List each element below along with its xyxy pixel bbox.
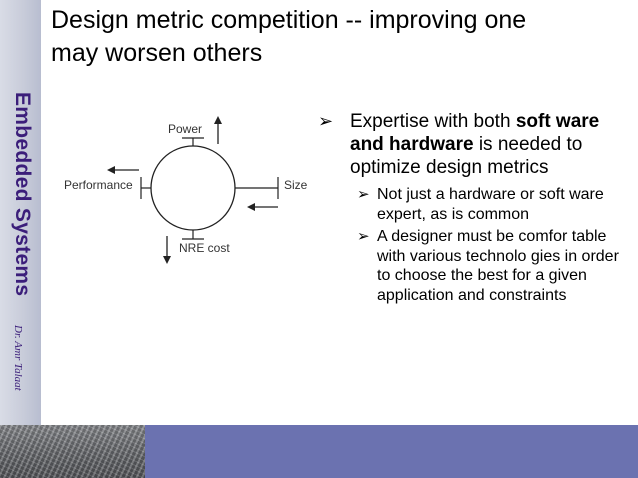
arrow-bullet-icon: ➢ bbox=[357, 186, 370, 203]
bullet-main-bold: soft ware and hardware bbox=[350, 111, 600, 155]
bullet-main-text-post: is needed to optimize design metrics bbox=[350, 134, 583, 178]
sub-bullet-1: ➢ Not just a hardware or soft ware exper… bbox=[316, 185, 628, 224]
left-arrow-icon bbox=[107, 166, 139, 174]
power-label: Power bbox=[168, 122, 202, 136]
up-arrow-icon bbox=[214, 116, 222, 144]
bullet-list: ➢ Expertise with both soft ware and hard… bbox=[316, 110, 628, 305]
bullet-main: ➢ Expertise with both soft ware and hard… bbox=[316, 110, 628, 179]
slide-title-line-1: Design metric competition -- improving o… bbox=[51, 6, 527, 34]
bullet-main-text-pre: Expertise with both bbox=[350, 111, 516, 132]
sub-bullet-1-text: Not just a hardware or soft ware expert,… bbox=[377, 186, 604, 223]
performance-label: Performance bbox=[64, 178, 133, 192]
footer-bar bbox=[145, 425, 638, 478]
sub-bullet-2: ➢ A designer must be comfor table with v… bbox=[316, 227, 628, 305]
arrow-bullet-icon: ➢ bbox=[357, 228, 370, 245]
slide-title-line-2: may worsen others bbox=[51, 39, 263, 67]
nre-cost-label: NRE cost bbox=[179, 241, 230, 255]
design-metric-diagram: Power Performance Size NRE cost bbox=[64, 116, 308, 264]
left-arrow-icon bbox=[247, 203, 278, 211]
course-title: Embedded Systems bbox=[11, 92, 34, 297]
footer-image bbox=[0, 425, 145, 478]
sub-bullet-2-text: A designer must be comfor table with var… bbox=[377, 228, 619, 304]
slide-title: Design metric competition -- improving o… bbox=[51, 4, 631, 70]
arrow-bullet-icon: ➢ bbox=[318, 111, 334, 131]
down-arrow-icon bbox=[163, 236, 171, 264]
design-circle bbox=[150, 145, 236, 231]
sidebar: Embedded Systems Dr. Amr Talaat bbox=[0, 0, 41, 425]
author-name: Dr. Amr Talaat bbox=[12, 325, 24, 391]
size-label: Size bbox=[284, 178, 308, 192]
